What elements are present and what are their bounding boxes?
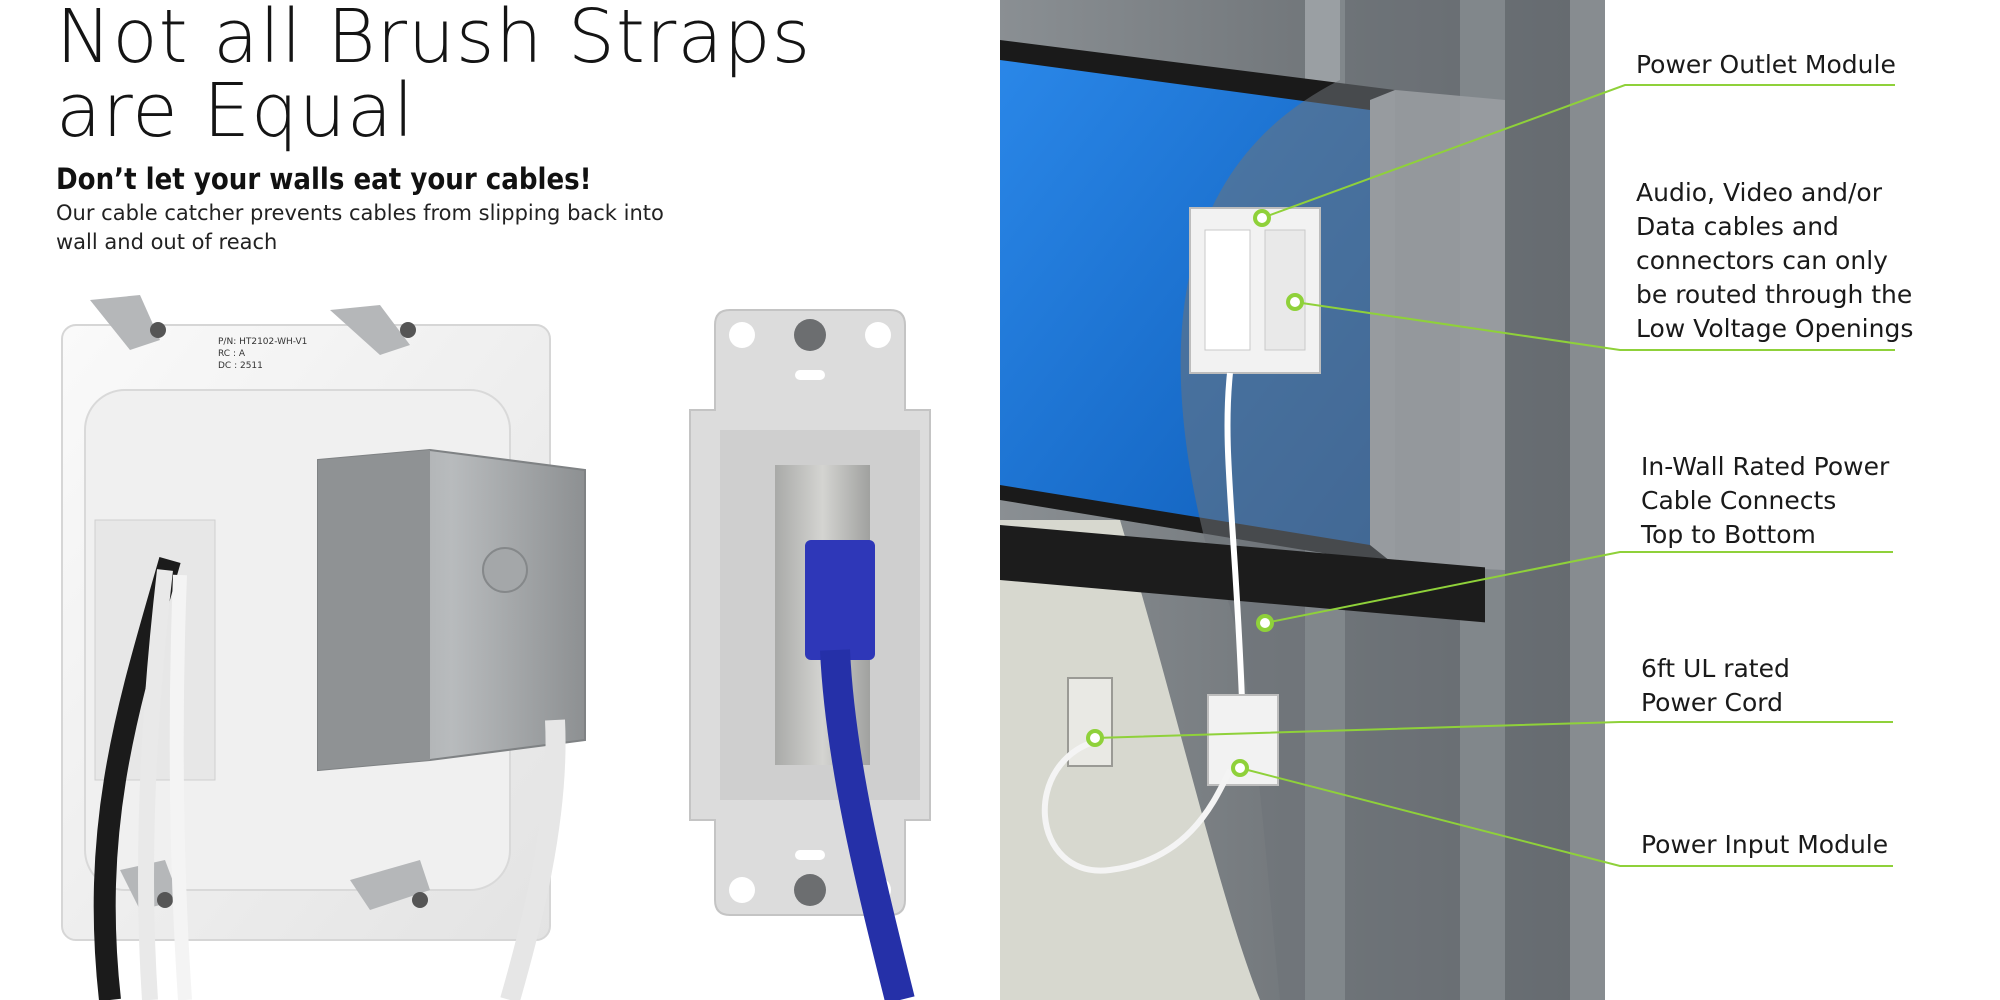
brush-strap-photo xyxy=(689,309,931,1000)
callout-power-input-module: Power Input Module xyxy=(1641,830,1889,859)
callout-in-wall-cable-line-3: Top to Bottom xyxy=(1641,520,1816,549)
product-photos: P/N: HT2102-WH-V1 RC : A DC : 2511 xyxy=(61,295,931,1000)
callout-low-voltage-line-3: connectors can only xyxy=(1636,246,1888,275)
callout-in-wall-cable-line-2: Cable Connects xyxy=(1641,486,1837,515)
headline: Not all Brush Straps are Equal xyxy=(56,0,816,148)
callout-power-cord: 6ft UL rated Power Cord xyxy=(1641,652,1790,720)
headline-line-2: are Equal xyxy=(56,68,415,154)
wall-plate-photo: P/N: HT2102-WH-V1 RC : A DC : 2511 xyxy=(61,295,586,1000)
callout-low-voltage-line-4: be routed through the xyxy=(1636,280,1913,309)
callout-low-voltage-line-2: Data cables and xyxy=(1636,212,1839,241)
date-code-label: DC : 2511 xyxy=(218,361,263,371)
callout-in-wall-cable: In-Wall Rated Power Cable Connects Top t… xyxy=(1641,450,1889,552)
revision-label: RC : A xyxy=(218,349,246,359)
callout-low-voltage-line-1: Audio, Video and/or xyxy=(1636,178,1882,207)
callout-power-outlet-module: Power Outlet Module xyxy=(1636,50,1896,79)
headline-line-1: Not all Brush Straps xyxy=(56,0,812,80)
callout-in-wall-cable-line-1: In-Wall Rated Power xyxy=(1641,452,1890,481)
subtext: Our cable catcher prevents cables from s… xyxy=(56,201,664,254)
power-outlet-module-illustration xyxy=(1189,207,1321,374)
callout-low-voltage: Audio, Video and/or Data cables and conn… xyxy=(1636,176,1913,346)
callout-power-cord-line-1: 6ft UL rated xyxy=(1641,654,1790,683)
callout-power-cord-line-2: Power Cord xyxy=(1641,688,1783,717)
part-number-label: P/N: HT2102-WH-V1 xyxy=(218,337,307,347)
drywall xyxy=(1000,520,1260,1000)
subheadline: Don’t let your walls eat your cables! xyxy=(56,162,592,196)
callout-low-voltage-line-5: Low Voltage Openings xyxy=(1636,314,1914,343)
power-input-module-illustration xyxy=(1207,694,1279,786)
